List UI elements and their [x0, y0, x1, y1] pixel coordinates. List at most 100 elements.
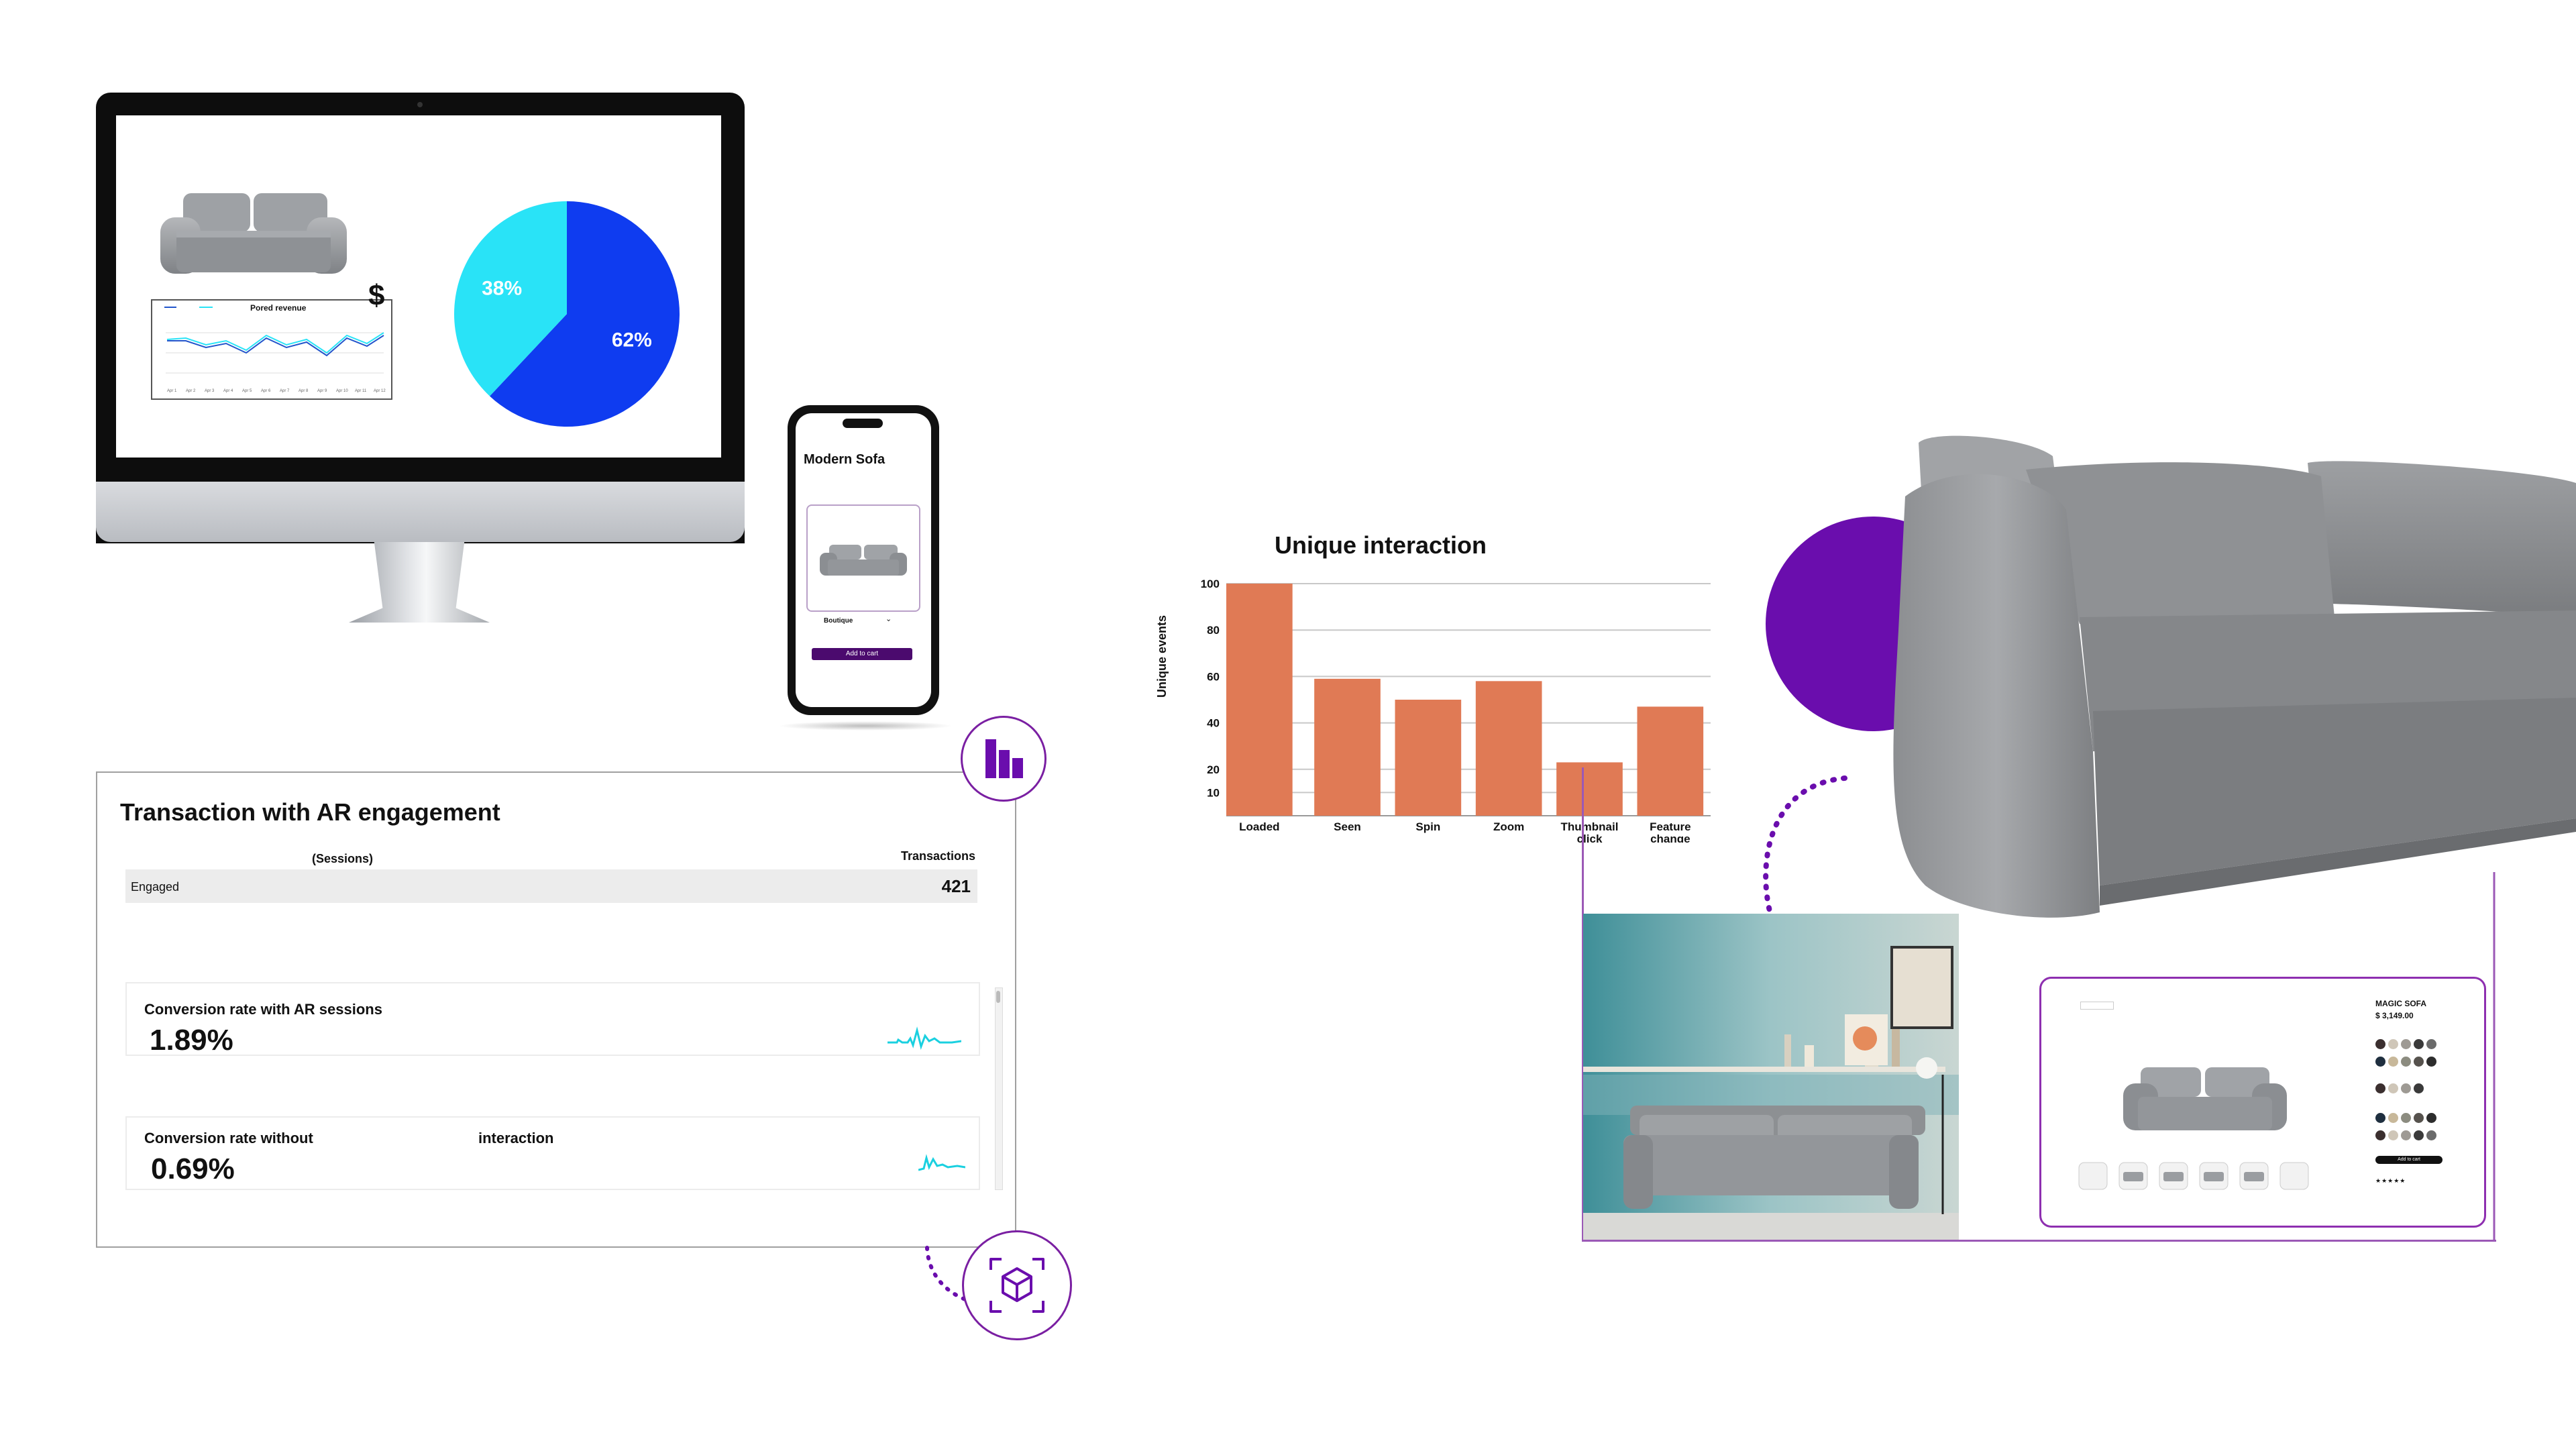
- large-sofa-image: [1893, 435, 2576, 918]
- svg-text:Apr 8: Apr 8: [299, 389, 309, 393]
- scrollbar-thumb[interactable]: [996, 991, 1000, 1003]
- bar-chart-icon: [985, 739, 1023, 778]
- revenue-pie-chart: 62% 38%: [454, 201, 680, 427]
- card-label: Conversion rate without: [144, 1130, 313, 1146]
- color-swatch[interactable]: [2388, 1130, 2398, 1140]
- row-label: Engaged: [131, 880, 180, 894]
- phone-notch: [843, 419, 883, 428]
- dollar-icon: $: [368, 279, 385, 312]
- svg-text:Apr 3: Apr 3: [205, 389, 215, 393]
- thumbnail-icons[interactable]: [2078, 1160, 2319, 1192]
- camera-dot: [417, 102, 423, 107]
- sofa-image: [160, 193, 347, 274]
- svg-text:Apr 6: Apr 6: [261, 389, 271, 393]
- sparkline-icon: [888, 1026, 961, 1051]
- svg-text:Apr 5: Apr 5: [242, 389, 252, 393]
- x-tick-label: Loaded: [1239, 820, 1279, 833]
- ar-cube-icon: [989, 1258, 1044, 1313]
- color-swatch[interactable]: [2414, 1130, 2424, 1140]
- add-to-cart-button[interactable]: Add to cart: [2375, 1156, 2443, 1164]
- chart-ylabel: Unique events: [1155, 614, 1169, 698]
- color-swatch[interactable]: [2375, 1083, 2385, 1093]
- rating-stars-icon: ★★★★★: [2375, 1177, 2406, 1184]
- product-price: $ 3,149.00: [2375, 1011, 2414, 1020]
- bar-chart-icon-button[interactable]: [961, 716, 1046, 802]
- phone-select[interactable]: Boutique: [824, 617, 853, 625]
- x-tick-label: Thumbnail: [1561, 820, 1619, 833]
- product-name: MAGIC SOFA: [2375, 999, 2427, 1008]
- y-tick-label: 60: [1207, 670, 1220, 683]
- frame-outline: [1582, 767, 2496, 1242]
- color-swatch[interactable]: [2388, 1039, 2398, 1049]
- room-photo: [1583, 914, 1959, 1240]
- color-swatch[interactable]: [2401, 1057, 2411, 1067]
- color-swatch[interactable]: [2426, 1039, 2436, 1049]
- color-swatch[interactable]: [2375, 1057, 2385, 1067]
- panel-title: Transaction with AR engagement: [120, 798, 500, 826]
- svg-text:Apr 11: Apr 11: [355, 389, 367, 393]
- color-swatch[interactable]: [2401, 1113, 2411, 1123]
- phone-shadow: [778, 721, 953, 731]
- pie-slice-label: 62%: [612, 329, 652, 351]
- bar: [1637, 706, 1704, 816]
- svg-text:Apr 7: Apr 7: [280, 389, 290, 393]
- x-tick-label: Spin: [1415, 820, 1440, 833]
- x-tick-label: Seen: [1334, 820, 1361, 833]
- transaction-panel: Transaction with AR engagement (Sessions…: [96, 771, 1016, 1248]
- thumbnail-strip: [2078, 1160, 2319, 1192]
- ar-cube-icon-button[interactable]: [962, 1230, 1072, 1340]
- sofa-thumbnail: [820, 545, 907, 576]
- color-swatch[interactable]: [2414, 1083, 2424, 1093]
- col-transactions-header: Transactions: [901, 849, 976, 863]
- color-swatch[interactable]: [2426, 1130, 2436, 1140]
- color-swatch[interactable]: [2414, 1113, 2424, 1123]
- svg-text:Apr 9: Apr 9: [317, 389, 327, 393]
- color-swatch[interactable]: [2388, 1057, 2398, 1067]
- scrollbar[interactable]: [995, 987, 1003, 1190]
- conversion-card-ar[interactable]: Conversion rate with AR sessions 1.89%: [125, 982, 980, 1057]
- color-swatch[interactable]: [2401, 1130, 2411, 1140]
- frame-right-line: [2493, 872, 2496, 1240]
- product-card: MAGIC SOFA $ 3,149.00 Add to cart ★★★★★: [2039, 977, 2486, 1228]
- revenue-title: Pored revenue: [250, 303, 307, 313]
- color-swatch[interactable]: [2375, 1039, 2385, 1049]
- x-tick-label: change: [1650, 833, 1690, 843]
- phone-add-to-cart-button[interactable]: Add to cart: [812, 648, 912, 660]
- x-tick-label: Feature: [1650, 820, 1690, 833]
- conversion-card-no-ar[interactable]: Conversion rate without interaction 0.69…: [125, 1116, 980, 1190]
- y-tick-label: 80: [1207, 624, 1220, 637]
- brand-logo-icon: [2080, 1002, 2114, 1010]
- chevron-down-icon[interactable]: ⌄: [885, 615, 892, 623]
- svg-text:Apr 12: Apr 12: [374, 389, 386, 393]
- phone-screen: Modern Sofa Boutique ⌄ Add to cart: [796, 413, 931, 707]
- color-swatch[interactable]: [2426, 1113, 2436, 1123]
- phone-product-title: Modern Sofa: [804, 452, 885, 467]
- color-swatch[interactable]: [2375, 1130, 2385, 1140]
- svg-text:Apr 1: Apr 1: [167, 389, 177, 393]
- color-swatch[interactable]: [2401, 1083, 2411, 1093]
- color-swatch[interactable]: [2375, 1113, 2385, 1123]
- col-sessions-header: (Sessions): [312, 852, 374, 865]
- color-swatch[interactable]: [2401, 1039, 2411, 1049]
- chart-title: Unique interaction: [1275, 531, 1487, 559]
- phone-product-image[interactable]: [806, 504, 920, 612]
- pie-slice: [489, 201, 680, 427]
- svg-text:Apr 4: Apr 4: [223, 389, 233, 393]
- card-value: 0.69%: [151, 1152, 235, 1185]
- color-swatch[interactable]: [2414, 1039, 2424, 1049]
- color-swatch[interactable]: [2388, 1083, 2398, 1093]
- svg-text:Apr 10: Apr 10: [336, 389, 348, 393]
- pie-slice-label: 38%: [482, 278, 522, 300]
- dotted-connector: [1763, 775, 1847, 914]
- color-swatch[interactable]: [2414, 1057, 2424, 1067]
- table-row[interactable]: Engaged 421: [125, 869, 977, 903]
- card-label-suffix: interaction: [478, 1130, 554, 1146]
- color-swatch[interactable]: [2426, 1057, 2436, 1067]
- color-swatch[interactable]: [2388, 1113, 2398, 1123]
- imac-chin: [96, 482, 745, 542]
- imac-stand: [349, 542, 490, 623]
